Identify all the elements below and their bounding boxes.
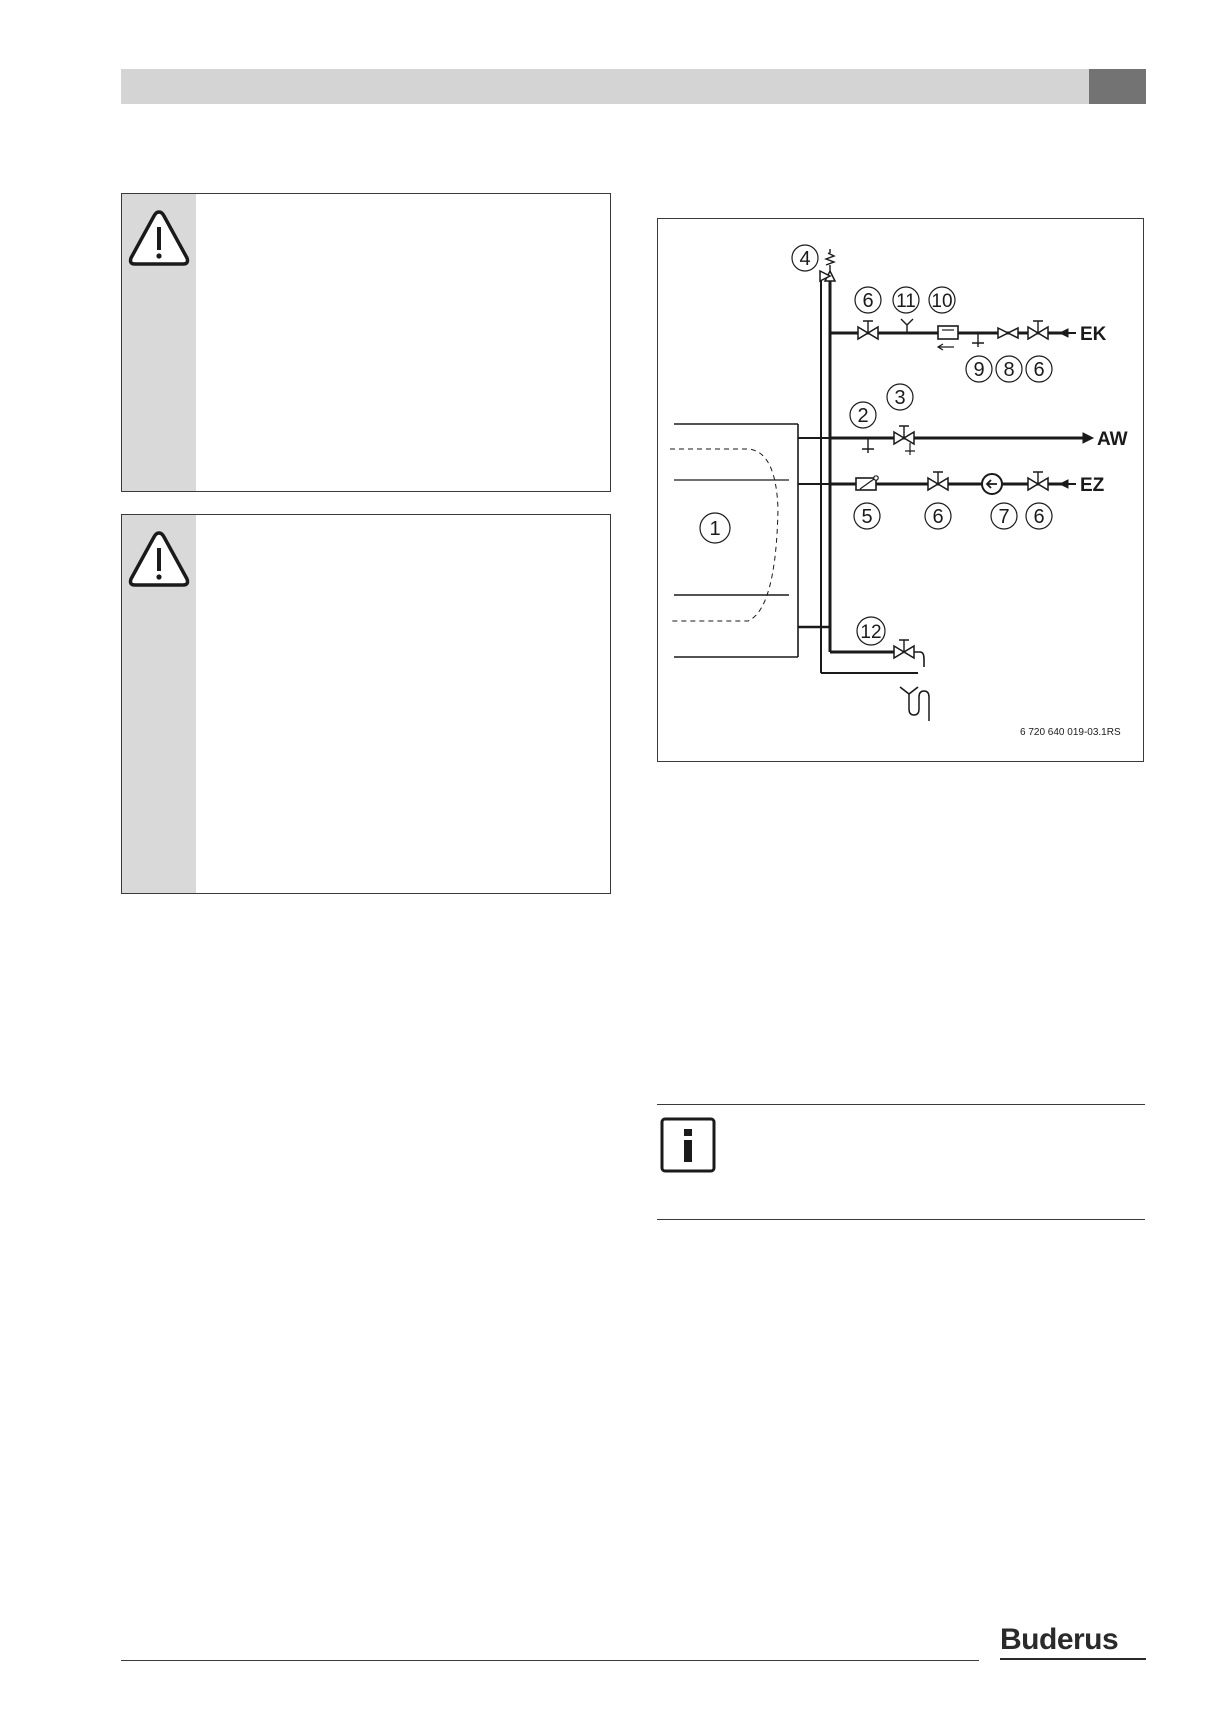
label-ez: EZ xyxy=(1080,475,1105,496)
callout-2: 2 xyxy=(849,401,877,429)
svg-text:4: 4 xyxy=(799,248,810,270)
warning-sidebar xyxy=(122,515,196,893)
callout-1: 1 xyxy=(699,512,731,544)
svg-text:3: 3 xyxy=(894,387,905,409)
callout-12: 12 xyxy=(856,616,886,646)
svg-text:11: 11 xyxy=(896,291,916,312)
callout-7: 7 xyxy=(990,502,1018,530)
header-bar xyxy=(121,69,1089,104)
storage-tank xyxy=(670,423,799,658)
warning-box-2 xyxy=(121,514,611,894)
callout-5: 5 xyxy=(853,502,881,530)
callout-6-ek-left: 6 xyxy=(854,286,882,314)
figure-id: 6 720 640 019-03.1RS xyxy=(1020,727,1121,738)
callout-6-ez-right: 6 xyxy=(1025,502,1053,530)
svg-text:2: 2 xyxy=(857,405,868,427)
info-icon xyxy=(660,1117,716,1173)
callout-11: 11 xyxy=(892,286,920,314)
callout-4: 4 xyxy=(791,244,819,272)
callout-6-ez-left: 6 xyxy=(924,502,952,530)
footer-rule xyxy=(121,1660,979,1661)
svg-text:6: 6 xyxy=(1033,359,1044,381)
callout-6-ek-right: 6 xyxy=(1025,355,1053,383)
label-aw: AW xyxy=(1097,429,1128,450)
callout-3: 3 xyxy=(886,383,914,411)
svg-text:7: 7 xyxy=(998,506,1009,528)
warning-box-1 xyxy=(121,193,611,492)
svg-text:6: 6 xyxy=(862,290,873,312)
svg-text:9: 9 xyxy=(973,359,984,381)
buderus-logo: Buderus xyxy=(1000,1623,1119,1656)
svg-text:6: 6 xyxy=(1033,506,1044,528)
label-ek: EK xyxy=(1080,324,1107,345)
svg-text:8: 8 xyxy=(1003,359,1014,381)
callout-8: 8 xyxy=(995,355,1023,383)
callout-10: 10 xyxy=(928,286,956,314)
svg-text:12: 12 xyxy=(860,622,881,643)
svg-text:1: 1 xyxy=(709,518,720,540)
logo-underline xyxy=(1000,1658,1146,1660)
piping-diagram: 4 6 11 10 9 8 6 2 3 5 6 7 6 1 12 EK AW E… xyxy=(657,218,1144,762)
warning-triangle-icon xyxy=(128,210,190,266)
warning-sidebar xyxy=(122,194,196,491)
svg-text:10: 10 xyxy=(931,291,952,312)
svg-text:5: 5 xyxy=(861,506,872,528)
warning-triangle-icon xyxy=(128,531,190,587)
callout-9: 9 xyxy=(965,355,993,383)
piping-diagram-svg: 4 6 11 10 9 8 6 2 3 5 6 7 6 1 12 EK AW E… xyxy=(670,244,1128,738)
header-chapter-tab xyxy=(1089,69,1146,104)
svg-text:6: 6 xyxy=(932,506,943,528)
info-note-box xyxy=(657,1104,1145,1220)
